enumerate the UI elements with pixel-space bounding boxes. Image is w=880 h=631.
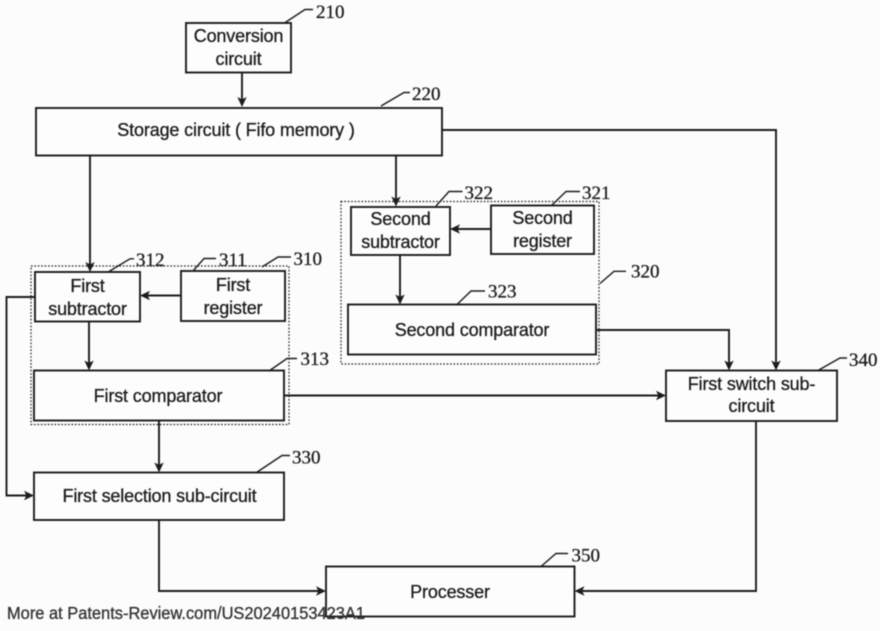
- svg-text:350: 350: [572, 546, 601, 567]
- svg-text:Storage circuit ( Fifo memory: Storage circuit ( Fifo memory ): [117, 120, 354, 140]
- svg-text:312: 312: [136, 250, 165, 271]
- svg-text:Conversion: Conversion: [194, 26, 284, 46]
- svg-text:330: 330: [292, 448, 321, 469]
- svg-text:313: 313: [301, 349, 330, 370]
- svg-text:register: register: [513, 231, 572, 251]
- svg-text:First switch sub-: First switch sub-: [688, 374, 816, 394]
- svg-text:311: 311: [219, 250, 247, 271]
- svg-text:circuit: circuit: [729, 396, 775, 416]
- svg-text:320: 320: [631, 262, 660, 283]
- svg-text:220: 220: [412, 84, 441, 105]
- svg-text:First: First: [70, 276, 104, 296]
- svg-text:340: 340: [849, 350, 878, 371]
- svg-text:Second: Second: [370, 209, 430, 229]
- svg-text:First: First: [216, 275, 250, 295]
- svg-text:circuit: circuit: [216, 49, 262, 69]
- svg-text:321: 321: [582, 183, 611, 204]
- svg-text:subtractor: subtractor: [48, 299, 127, 319]
- svg-text:register: register: [204, 298, 263, 318]
- svg-text:First comparator: First comparator: [94, 386, 223, 406]
- svg-text:323: 323: [488, 282, 517, 303]
- svg-text:Second: Second: [512, 208, 572, 228]
- svg-text:Second comparator: Second comparator: [395, 320, 550, 340]
- svg-text:More at Patents-Review.com/US2: More at Patents-Review.com/US20240153423…: [7, 603, 365, 623]
- svg-text:210: 210: [316, 2, 345, 23]
- svg-text:310: 310: [294, 249, 323, 270]
- svg-text:Processer: Processer: [410, 582, 490, 602]
- svg-text:subtractor: subtractor: [361, 232, 440, 252]
- svg-text:First selection sub-circuit: First selection sub-circuit: [62, 486, 256, 506]
- svg-text:322: 322: [465, 183, 494, 204]
